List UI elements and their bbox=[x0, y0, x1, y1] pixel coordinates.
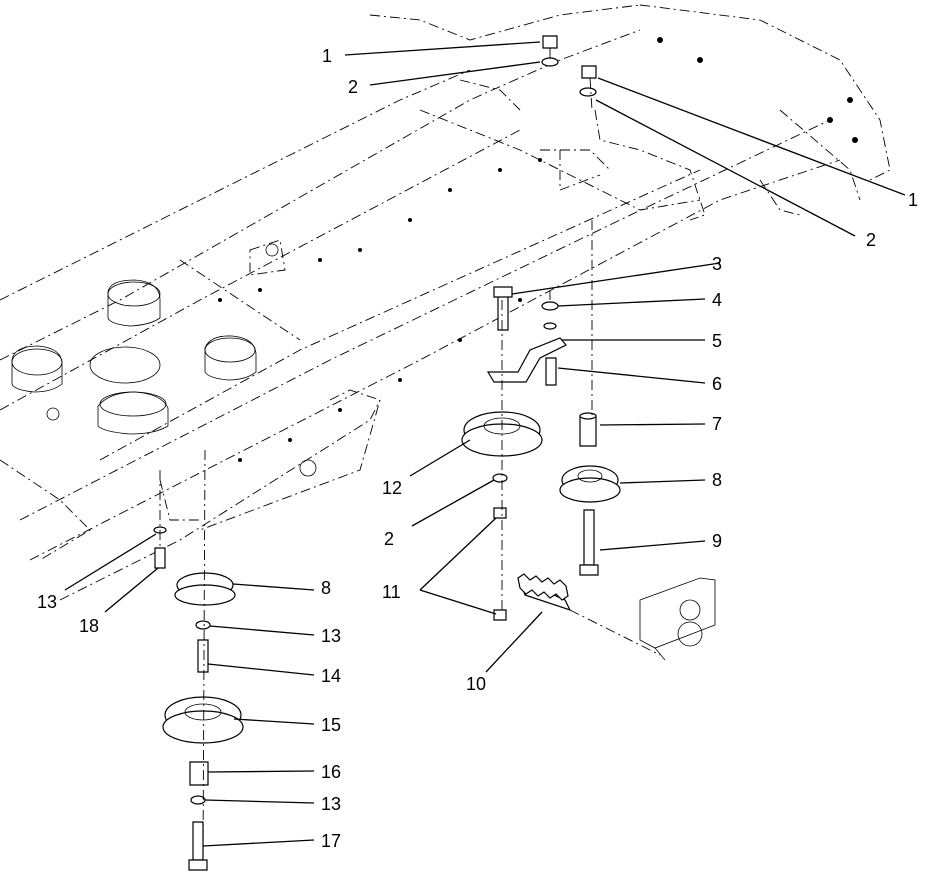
callout-16: 16 bbox=[321, 762, 341, 782]
callout-labels: 1 2 1 2 3 4 5 6 7 8 9 12 2 11 10 13 18 8… bbox=[37, 46, 918, 851]
callout-8b: 8 bbox=[321, 578, 331, 598]
callout-13c: 13 bbox=[321, 794, 341, 814]
top-bolt-right bbox=[579, 65, 597, 97]
callout-12: 12 bbox=[382, 478, 402, 498]
callout-2b: 2 bbox=[866, 230, 876, 250]
callout-5: 5 bbox=[712, 331, 722, 351]
callout-17: 17 bbox=[321, 831, 341, 851]
assembly-center-lines bbox=[159, 48, 661, 861]
idler-bracket-plate bbox=[639, 577, 716, 661]
callout-4: 4 bbox=[712, 290, 722, 310]
callout-1a: 1 bbox=[322, 46, 332, 66]
callout-10: 10 bbox=[466, 674, 486, 694]
chassis-details bbox=[11, 37, 858, 647]
callout-15: 15 bbox=[321, 715, 341, 735]
callout-2c: 2 bbox=[384, 529, 394, 549]
top-bolt-left bbox=[541, 35, 559, 67]
chassis-frame bbox=[0, 4, 891, 601]
callout-11: 11 bbox=[382, 582, 401, 602]
tension-spring bbox=[517, 573, 569, 601]
callout-13b: 13 bbox=[321, 626, 341, 646]
left-pulley-stack bbox=[153, 526, 244, 871]
callout-7: 7 bbox=[712, 414, 722, 434]
idler-arm-assembly bbox=[461, 286, 621, 621]
callout-18: 18 bbox=[79, 616, 99, 636]
callout-1b: 1 bbox=[908, 190, 918, 210]
callout-6: 6 bbox=[712, 374, 722, 394]
callout-9: 9 bbox=[712, 531, 722, 551]
callout-14: 14 bbox=[321, 666, 341, 686]
callout-2a: 2 bbox=[348, 77, 358, 97]
callout-13a: 13 bbox=[37, 592, 57, 612]
leader-lines bbox=[64, 41, 906, 847]
callout-3: 3 bbox=[712, 254, 722, 274]
callout-8a: 8 bbox=[712, 470, 722, 490]
